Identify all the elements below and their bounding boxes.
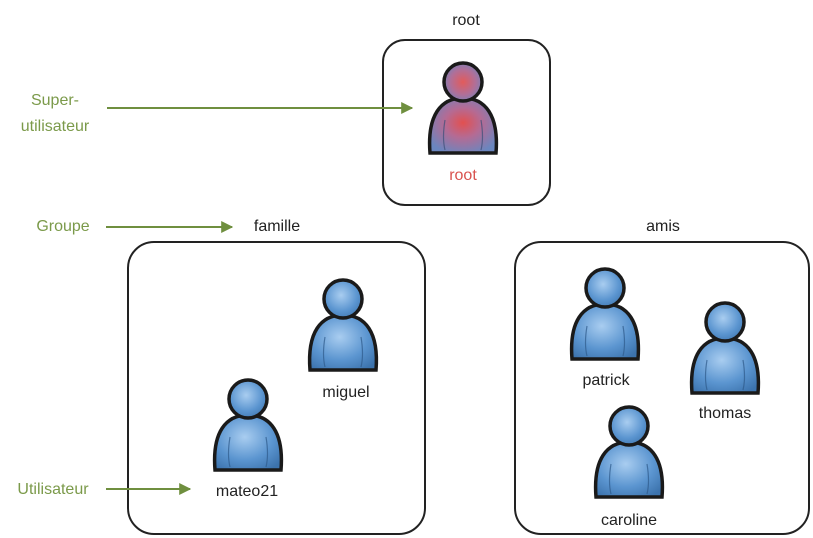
group-box-root xyxy=(382,39,551,206)
group-title-amis: amis xyxy=(646,218,680,235)
user-label-thomas: thomas xyxy=(699,405,751,422)
annotation-superuser-line2: utilisateur xyxy=(21,118,90,135)
person-red-icon xyxy=(427,61,499,155)
annotation-superuser-line1: Super- xyxy=(31,92,79,109)
group-title-root: root xyxy=(452,12,480,29)
group-root: root root xyxy=(382,12,551,206)
annotation-group: Groupe xyxy=(36,218,234,235)
user-label-mateo21: mateo21 xyxy=(216,483,278,500)
group-title-famille: famille xyxy=(254,218,300,235)
group-amis: amis patrick thomas caroline xyxy=(514,218,810,535)
annotation-user: Utilisateur xyxy=(17,481,192,498)
person-icon xyxy=(689,301,761,395)
group-box-amis xyxy=(514,241,810,535)
annotation-superuser: Super- utilisateur xyxy=(21,92,414,135)
group-box-famille xyxy=(127,241,426,535)
person-icon xyxy=(212,378,284,472)
person-icon xyxy=(307,278,379,372)
person-icon xyxy=(593,405,665,499)
annotation-user-label: Utilisateur xyxy=(17,481,89,498)
user-label-root: root xyxy=(449,167,477,184)
person-icon xyxy=(569,267,641,361)
group-famille: famille miguel mateo21 xyxy=(127,218,426,535)
user-label-caroline: caroline xyxy=(601,512,657,529)
user-label-patrick: patrick xyxy=(582,372,630,389)
annotation-group-label: Groupe xyxy=(36,218,89,235)
user-label-miguel: miguel xyxy=(322,384,369,401)
